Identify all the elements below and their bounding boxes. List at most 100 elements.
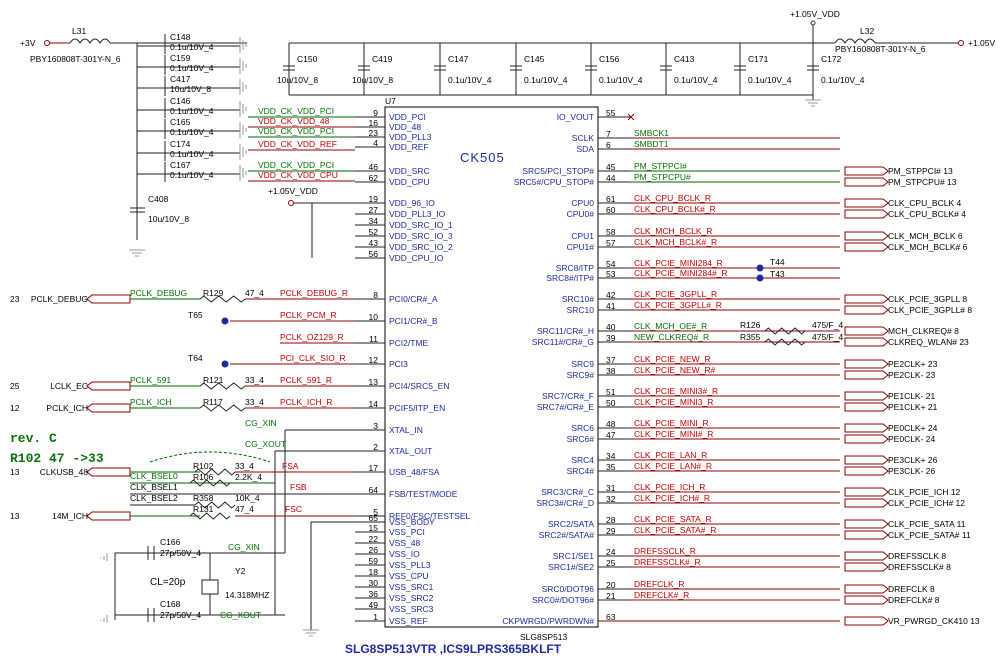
r358-symbol — [194, 501, 236, 509]
resistor-ref: R117 — [203, 397, 223, 407]
resistor-value: 33_4 — [245, 397, 264, 407]
pin-number: 27 — [369, 205, 379, 215]
crystal-load: CL=20p — [150, 577, 186, 588]
crystal-ref: Y2 — [235, 566, 246, 576]
cap-value: 0.1u/10V_4 — [599, 75, 643, 85]
left-pin-name: VSS_48 — [389, 538, 420, 548]
left-port-label: LCLK_EC — [50, 381, 88, 391]
c166-ref: C166 — [160, 537, 181, 547]
pin-number: 55 — [606, 108, 616, 118]
right-pin-name: CPU1 — [571, 231, 594, 241]
left-pin-name: PCI1/CR#_B — [389, 316, 438, 326]
left-net-label: CLK_BSEL1 — [130, 482, 178, 492]
left-net-label: PCLK_591 — [130, 375, 171, 385]
pin-number: 64 — [369, 485, 379, 495]
cap-value: 0.1u/10V_4 — [170, 42, 214, 52]
right-port-label: CLK_CPU_BCLK# 4 — [888, 209, 966, 219]
pin-number: 62 — [369, 173, 379, 183]
right-port-label: MCH_CLKREQ# 8 — [888, 326, 959, 336]
offpage-port — [844, 294, 889, 304]
pin-number: 5 — [373, 507, 378, 517]
c166-value: 27p/50V_4 — [160, 548, 201, 558]
resistor-value: 2.2K_4 — [235, 472, 262, 482]
left-pin-name: VDD_PLL3_IO — [389, 209, 446, 219]
right-pin-name: SRC11/CR#_H — [537, 326, 594, 336]
ground-icon — [239, 144, 247, 160]
right-net-label: CLK_PCIE_SATA_R — [634, 514, 712, 524]
right-pin-name: SRC8/ITP — [556, 263, 595, 273]
offpage-port — [844, 434, 889, 444]
offpage-port — [844, 166, 889, 176]
pin-number: 35 — [606, 462, 616, 472]
right-port-label: PE1CLK- 21 — [888, 391, 936, 401]
right-pin-name: SRC10 — [567, 305, 595, 315]
cap-value: 0.1u/10V_4 — [524, 75, 568, 85]
cap-value: 0.1u/10V_4 — [170, 106, 214, 116]
pin-number: 63 — [606, 612, 616, 622]
offpage-port — [844, 551, 889, 561]
cap-value: 0.1u/10V_4 — [170, 149, 214, 159]
offpage-port — [844, 359, 889, 369]
right-pin-name: SRC5/PCI_STOP# — [522, 166, 594, 176]
right-net-label: CLK_PCIE_MINI3_R — [634, 397, 713, 407]
pin-number: 58 — [606, 227, 616, 237]
right-pin-name: SRC1/SE1 — [553, 551, 594, 561]
right-pin-name: SRC2/SATA — [548, 519, 594, 529]
cap-ref: C165 — [170, 117, 191, 127]
vdd-net-label: VDD_CK_VDD_PCI — [258, 160, 334, 170]
right-port-label: DREFCLK# 8 — [888, 595, 940, 605]
offpage-port — [844, 616, 889, 626]
resistor-value: 33_4 — [235, 461, 254, 471]
cap-ref: C147 — [448, 54, 469, 64]
pin-number: 30 — [369, 578, 379, 588]
pin-number: 45 — [606, 162, 616, 172]
pin-number: 9 — [373, 108, 378, 118]
left-pin-name: PCI0/CR#_A — [389, 294, 438, 304]
right-net-label: NEW_CLKREQ#_R — [634, 332, 709, 342]
left-pin-name: VSS_REF — [389, 616, 428, 626]
cap-value: 0.1u/10V_4 — [170, 63, 214, 73]
vdd-net-label: VDD_CK_VDD_REF — [258, 139, 337, 149]
right-port-label: PM_STPCPU# 13 — [888, 177, 957, 187]
right-pin-name: SRC11#/CR#_G — [532, 337, 594, 347]
left-port-label: PCLK_ICH — [46, 403, 88, 413]
right-net-label: CLK_PCIE_3GPLL_R — [634, 289, 717, 299]
left-pin-name: VDD_CPU_IO — [389, 253, 444, 263]
vdd-net-label: VDD_CK_VDD_PCI — [258, 106, 334, 116]
left-port-label: PCLK_DEBUG — [31, 294, 88, 304]
pin-number: 34 — [606, 451, 616, 461]
power-rail-105v: C15010u/10V_8C41910u/10V_8C1470.1u/10V_4… — [277, 20, 964, 107]
right-port-label: PE0CLK- 24 — [888, 434, 936, 444]
right-net-label: CLK_PCIE_NEW_R — [634, 354, 711, 364]
cap-value: 10u/10V_8 — [170, 84, 211, 94]
right-net-label: CLK_PCIE_MINI284#_R — [634, 268, 728, 278]
power-label-105v-io: +1.05V_VDD — [268, 186, 318, 196]
left-net-label: CLK_BSEL2 — [130, 493, 178, 503]
crystal-xout-net: CG_XOUT — [220, 610, 261, 620]
right-net-label: CLK_MCH_BCLK#_R — [634, 237, 717, 247]
left-port — [86, 294, 131, 304]
right-port-label: VR_PWRGD_CK410 13 — [888, 616, 980, 626]
left-pin-name: PCI3 — [389, 359, 408, 369]
c168-value: 27p/50V_4 — [160, 610, 201, 620]
left-port-num: 12 — [10, 403, 20, 413]
pin-number: 57 — [606, 238, 616, 248]
cap-ref: C171 — [748, 54, 769, 64]
power-label-105v-top: +1.05V_VDD — [790, 9, 840, 19]
testpoint-t64 — [221, 360, 229, 368]
pin-number: 46 — [369, 162, 379, 172]
right-pin-name: SRC9 — [571, 359, 594, 369]
offpage-port — [844, 423, 889, 433]
testpoint-label: T65 — [188, 310, 203, 320]
left-pin-name: VDD_SRC_IO_1 — [389, 220, 453, 230]
cap-value: 0.1u/10V_4 — [448, 75, 492, 85]
pin-number: 19 — [369, 194, 379, 204]
ground-icon — [239, 58, 247, 74]
right-pin-name: CPU0# — [567, 209, 595, 219]
left-port-num: 25 — [10, 381, 20, 391]
pin-number: 17 — [369, 463, 379, 473]
pin-number: 31 — [606, 483, 616, 493]
offpage-port — [844, 595, 889, 605]
offpage-port — [844, 242, 889, 252]
pin-number: 20 — [606, 580, 616, 590]
